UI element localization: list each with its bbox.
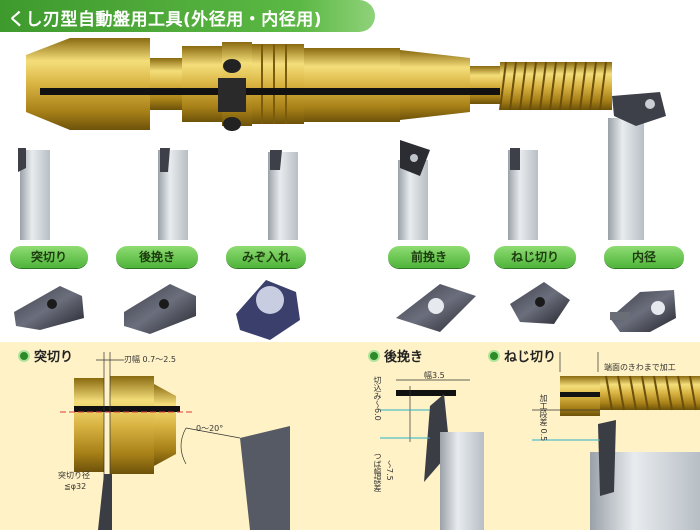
page-title: くし刃型自動盤用工具(外径用・内径用): [8, 10, 323, 30]
section-heading-threading: ねじ切り: [488, 346, 556, 365]
cutoff-diameter-value: ≦φ32: [64, 482, 87, 491]
bullet-icon: [368, 350, 380, 362]
section-heading-backturn: 後挽き: [368, 346, 423, 365]
tool-shank-frontturn: [398, 140, 430, 240]
tool-label-frontturn: 前挽き: [388, 246, 470, 268]
tool-shank-backturn: [158, 148, 188, 240]
backturn-tolerance-label: つば幅誤差: [373, 452, 382, 492]
section-heading-cutoff: 突切り: [18, 346, 73, 365]
backturn-depth: 切込み～6.0: [373, 376, 382, 421]
bullet-icon: [18, 350, 30, 362]
holder-body: [26, 38, 612, 131]
tool-shank-threading: [508, 148, 538, 240]
tool-label-internal: 内径: [604, 246, 684, 268]
tool-label-grooving: みぞ入れ: [226, 246, 306, 268]
insert-backturn-icon: [124, 284, 196, 334]
cutoff-diagram: [60, 352, 290, 530]
insert-threading-icon: [510, 282, 570, 324]
threading-step: 加工段差 0.5: [539, 394, 548, 442]
threading-note: 端面のきわまで加工: [604, 363, 676, 372]
backturn-width: 幅3.5: [424, 371, 445, 380]
cutoff-angle: 0～20°: [196, 424, 224, 433]
backturn-tolerance-value: ～7.5: [385, 460, 394, 481]
insert-grooving-icon: [236, 280, 300, 340]
tool-label-threading: ねじ切り: [494, 246, 576, 268]
tool-holder-illustration: [14, 38, 676, 340]
insert-cutoff-icon: [14, 286, 84, 330]
backturn-diagram: [380, 379, 484, 530]
tool-label-backturn: 後挽き: [116, 246, 198, 268]
cutoff-diameter-label: 突切り径: [58, 471, 90, 480]
threading-diagram: [532, 352, 700, 530]
tool-shank-internal: [608, 92, 666, 240]
tool-shank-cutoff: [18, 148, 50, 240]
detail-drawings: [60, 352, 700, 530]
bullet-icon: [488, 350, 500, 362]
title-bar: くし刃型自動盤用工具(外径用・内径用): [0, 0, 375, 32]
insert-frontturn-icon: [396, 284, 476, 332]
insert-internal-icon: [610, 290, 676, 332]
tool-shank-grooving: [268, 150, 298, 240]
cutoff-blade-width: 刃幅 0.7～2.5: [124, 355, 176, 364]
tool-label-cutoff: 突切り: [10, 246, 88, 268]
